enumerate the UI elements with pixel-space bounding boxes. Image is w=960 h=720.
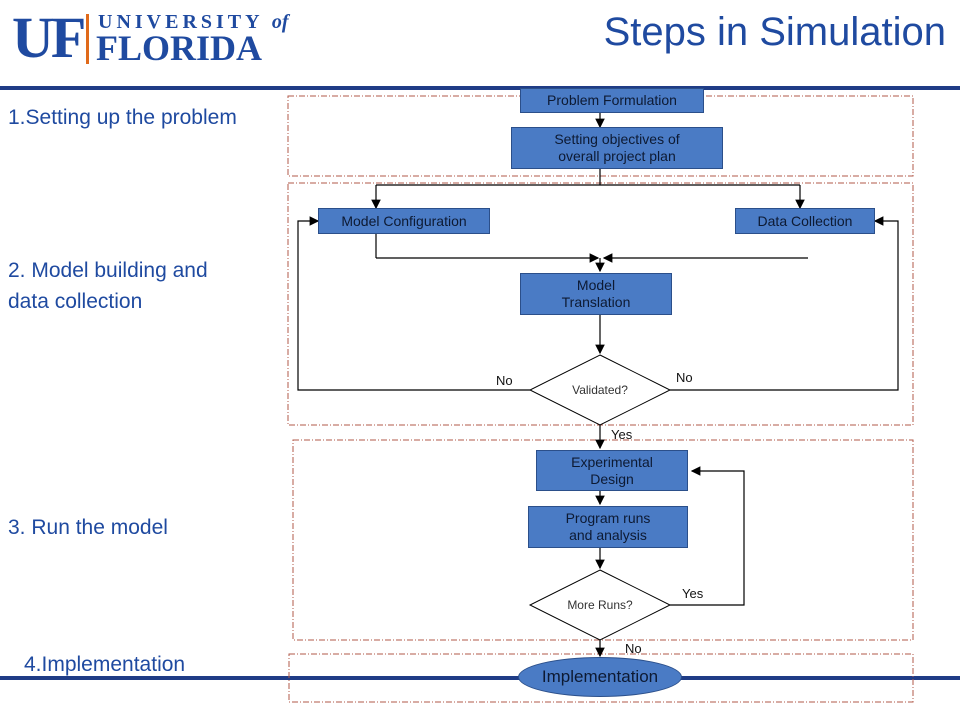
model-configuration-box: Model Configuration bbox=[318, 208, 490, 234]
footer-rule bbox=[0, 676, 960, 680]
implementation-oval: Implementation bbox=[518, 657, 682, 697]
implementation-label: Implementation bbox=[541, 667, 659, 686]
phase-2-label: 2. Model building and data collection bbox=[8, 255, 208, 317]
program-runs-line-2: and analysis bbox=[569, 527, 647, 543]
logo-of-word: of bbox=[271, 11, 289, 33]
logo-florida-text: FLORIDA bbox=[96, 28, 263, 68]
more-runs-no-label: No bbox=[625, 641, 642, 656]
logo-university-text: UNIVERSITY of bbox=[98, 11, 289, 34]
model-translation-line-2: Translation bbox=[561, 294, 631, 310]
validated-yes-label: Yes bbox=[611, 427, 633, 442]
phase-2-line-2: data collection bbox=[8, 290, 143, 313]
data-collection-label: Data Collection bbox=[757, 212, 853, 229]
program-runs-line-1: Program runs bbox=[565, 510, 651, 526]
header-rule bbox=[0, 86, 960, 90]
program-runs-box: Program runs and analysis bbox=[528, 506, 688, 548]
phase-2-line-1: 2. Model building and bbox=[8, 259, 208, 282]
objectives-line-1: Setting objectives of bbox=[554, 131, 680, 147]
uf-logo-mark: UF bbox=[12, 5, 86, 70]
experimental-design-line-2: Design bbox=[590, 470, 634, 487]
more-runs-yes-label: Yes bbox=[682, 586, 704, 601]
model-translation-box: Model Translation bbox=[520, 273, 672, 315]
objectives-line-2: overall project plan bbox=[558, 148, 676, 164]
phase-1-label: 1.Setting up the problem bbox=[8, 106, 237, 129]
phase-3-label: 3. Run the model bbox=[8, 516, 168, 539]
page-title: Steps in Simulation bbox=[603, 10, 946, 54]
more-runs-label: More Runs? bbox=[567, 598, 633, 612]
experimental-design-line-1: Experimental bbox=[571, 453, 653, 470]
logo-university-word: UNIVERSITY bbox=[98, 11, 263, 33]
validated-no-right-label: No bbox=[676, 370, 693, 385]
phase-4-label: 4.Implementation bbox=[24, 653, 186, 676]
validated-label: Validated? bbox=[572, 383, 628, 397]
data-collection-box: Data Collection bbox=[735, 208, 875, 234]
problem-formulation-label: Problem Formulation bbox=[547, 92, 677, 108]
experimental-design-box: Experimental Design bbox=[536, 450, 688, 491]
model-configuration-label: Model Configuration bbox=[341, 212, 467, 229]
objectives-box: Setting objectives of overall project pl… bbox=[511, 127, 723, 169]
logo-divider bbox=[86, 14, 89, 64]
validated-no-left-label: No bbox=[496, 373, 513, 388]
problem-formulation-box: Problem Formulation bbox=[520, 88, 704, 113]
model-translation-line-1: Model bbox=[576, 277, 616, 293]
